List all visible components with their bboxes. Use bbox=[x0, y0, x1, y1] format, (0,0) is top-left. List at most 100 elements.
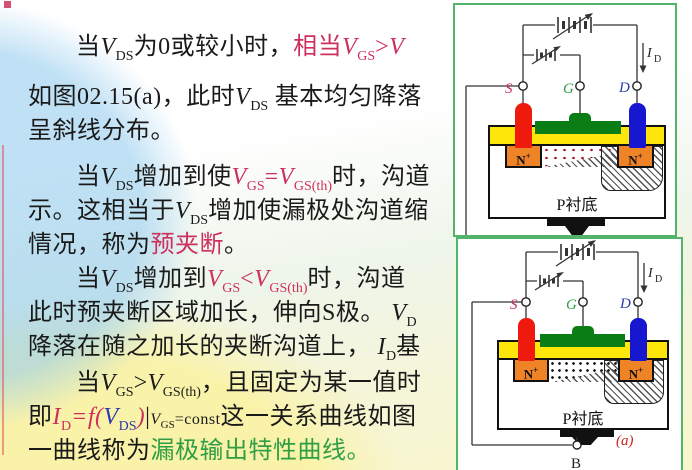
d-label: D bbox=[618, 80, 630, 96]
wiring-bottom: I D S G D B bbox=[471, 240, 662, 470]
text-run: GS(th) bbox=[162, 385, 201, 400]
text-run: V bbox=[100, 34, 116, 60]
nplus-sup: + bbox=[525, 151, 531, 161]
source-electrode bbox=[518, 318, 535, 361]
left-edge-red-line bbox=[2, 145, 4, 455]
text-run: GS bbox=[357, 49, 376, 64]
substrate-contact-bar bbox=[560, 428, 614, 437]
text-line: 如图02.15(a)，此时VDS 基本均匀降落 bbox=[28, 76, 422, 115]
text-run: 基 bbox=[396, 334, 421, 360]
text-run: V bbox=[100, 164, 116, 190]
gate-electrode bbox=[535, 121, 621, 134]
n-plus-region-left: N+ bbox=[513, 358, 549, 382]
text-run: 增加使漏极处沟道缩 bbox=[208, 198, 429, 224]
text-run: DS bbox=[190, 213, 209, 228]
text-run: GS bbox=[246, 179, 265, 194]
id-label: I bbox=[646, 46, 653, 61]
text-run: D bbox=[406, 315, 417, 330]
wiring-top: I D S G D bbox=[465, 13, 661, 235]
text-run: 增加到使 bbox=[133, 164, 232, 190]
substrate-contact-stem bbox=[572, 437, 598, 445]
text-run: V bbox=[207, 266, 223, 292]
text-line: 当VDS增加到使VGS=VGS(th)时，沟道 bbox=[76, 156, 430, 195]
vds-battery-arrow bbox=[555, 240, 595, 267]
text-run: V bbox=[235, 84, 251, 110]
terminal-d bbox=[633, 297, 643, 307]
nplus-text: N bbox=[628, 152, 638, 168]
text-run: > bbox=[375, 34, 390, 60]
gate-electrode bbox=[540, 334, 625, 347]
substrate-contact-bar bbox=[547, 217, 605, 226]
vgs-battery-arrow bbox=[531, 46, 560, 65]
text-run: V bbox=[254, 266, 270, 292]
text-run: 当 bbox=[76, 266, 101, 292]
text-run: I bbox=[52, 404, 61, 430]
vgs-battery-arrow bbox=[534, 272, 563, 291]
text-run: V bbox=[389, 34, 405, 60]
text-run: DS bbox=[118, 419, 137, 434]
text-run: ) bbox=[136, 404, 146, 430]
text-line: 情况，称为预夹断。 bbox=[28, 224, 249, 259]
terminal-b bbox=[572, 440, 582, 450]
text-run: ，且固定为某一值时 bbox=[200, 370, 422, 396]
text-line: 此时预夹断区域加长，伸向S极。 VD bbox=[28, 292, 417, 331]
text-run: 预夹断 bbox=[150, 232, 224, 258]
text-run: < bbox=[240, 266, 255, 292]
text-run: GS(th) bbox=[293, 179, 332, 194]
text-run: > bbox=[133, 370, 148, 396]
nplus-text: N bbox=[628, 366, 639, 382]
text-run: 此时预夹断区域加长，伸向S极。 bbox=[28, 300, 392, 326]
corner-red-mark bbox=[4, 1, 11, 8]
terminal-s bbox=[521, 297, 531, 307]
text-run: DS bbox=[250, 99, 269, 114]
n-plus-region-right: N+ bbox=[617, 144, 654, 168]
text-run: V bbox=[342, 34, 358, 60]
text-run: 呈斜线分布。 bbox=[28, 118, 175, 144]
text-run: 基本均匀降落 bbox=[268, 84, 422, 110]
id-label: I bbox=[647, 266, 654, 281]
text-run: = bbox=[264, 164, 279, 190]
s-label: S bbox=[505, 81, 513, 97]
text-run: V bbox=[231, 164, 247, 190]
substrate-contact-dot bbox=[571, 233, 581, 235]
nplus-text: N bbox=[516, 152, 526, 168]
text-line: 当VGS>VGS(th)，且固定为某一值时 bbox=[76, 362, 421, 401]
s-label: S bbox=[510, 297, 518, 313]
text-run: 降落在随之加长的夹断沟道上， bbox=[28, 334, 378, 360]
text-run: 当 bbox=[76, 370, 101, 396]
text-run: | bbox=[145, 404, 151, 430]
b-label: B bbox=[571, 456, 581, 470]
text-run: I bbox=[377, 334, 386, 360]
mosfet-diagram-top: I D S G D N+ N+ P衬底 bbox=[453, 3, 677, 237]
text-run: V bbox=[100, 370, 116, 396]
text-line: 降落在随之加长的夹断沟道上， ID基 bbox=[28, 326, 421, 365]
terminal-g bbox=[575, 81, 585, 91]
text-run: 情况，称为 bbox=[28, 232, 151, 258]
id-label-sub: D bbox=[655, 274, 662, 285]
text-run: GS bbox=[222, 281, 241, 296]
text-run: 为0或较小时， bbox=[133, 34, 294, 60]
text-run: 当 bbox=[76, 164, 101, 190]
text-run: 当 bbox=[76, 34, 101, 60]
substrate-label: P衬底 bbox=[562, 411, 604, 428]
gate-contact-cap bbox=[572, 326, 594, 335]
source-electrode bbox=[515, 103, 532, 148]
id-label-sub: D bbox=[654, 54, 661, 65]
g-label: G bbox=[566, 297, 577, 313]
terminal-s bbox=[518, 81, 528, 91]
text-run: V bbox=[103, 404, 119, 430]
nplus-sup: + bbox=[638, 365, 644, 375]
substrate-contact-stem bbox=[565, 226, 589, 235]
vds-battery-arrow bbox=[552, 13, 592, 40]
text-run: V bbox=[150, 411, 161, 428]
text-run: 一曲线称为 bbox=[28, 438, 151, 464]
nplus-sup: + bbox=[637, 151, 643, 161]
text-line: 当VDS为0或较小时，相当VGS>V bbox=[76, 26, 404, 65]
text-run: 如图02.15(a)，此时 bbox=[28, 84, 236, 110]
terminal-d bbox=[632, 81, 642, 91]
text-run: DS bbox=[115, 179, 134, 194]
text-run: V bbox=[278, 164, 294, 190]
text-run: 时，沟道 bbox=[332, 164, 430, 190]
d-label: D bbox=[619, 296, 631, 312]
